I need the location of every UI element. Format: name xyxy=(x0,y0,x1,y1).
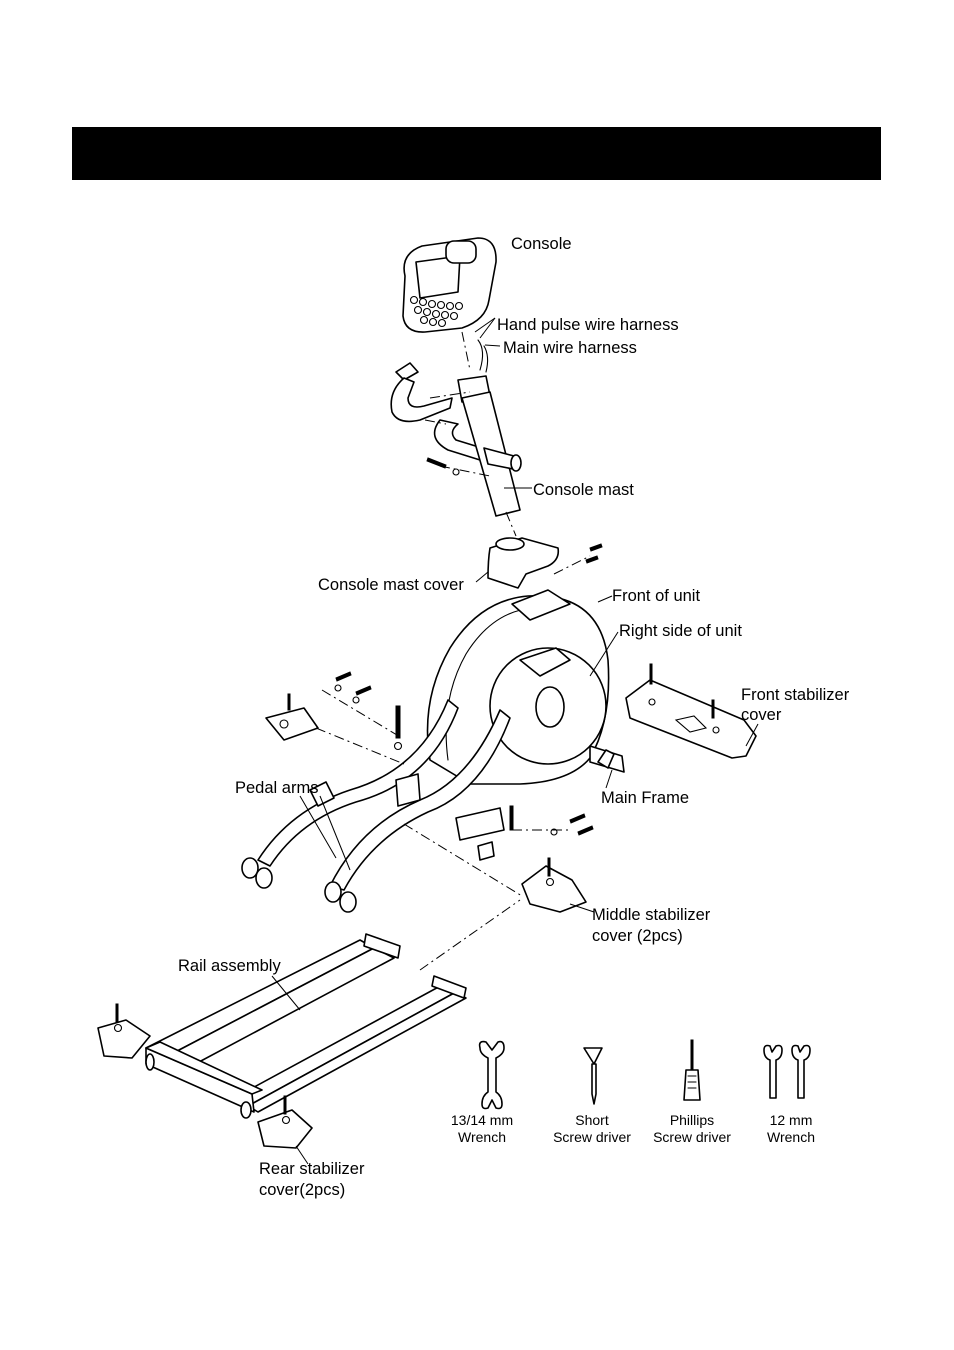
header-bar xyxy=(72,127,881,180)
bolt-pedal-pivot xyxy=(393,705,403,751)
middle-base-part xyxy=(455,807,505,861)
mast-bolt xyxy=(426,457,460,476)
middle-cover-left-part xyxy=(265,707,319,741)
label-console-mast-cover: Console mast cover xyxy=(318,576,464,594)
tool-label-line2: Wrench xyxy=(458,1129,506,1145)
label-front-stabilizer-cover-1: Front stabilizer xyxy=(741,686,850,704)
pedal-wheel xyxy=(241,857,357,913)
label-middle-stabilizer-cover-1: Middle stabilizer xyxy=(592,906,711,924)
tool-label-line2: Screw driver xyxy=(553,1129,631,1145)
tool-label-phillips-screwdriver: Phillips Screw driver xyxy=(637,1112,747,1146)
cover-screws xyxy=(553,543,603,575)
wrench-pair-icon xyxy=(763,1044,811,1099)
label-console: Console xyxy=(511,235,572,253)
pedal-arms-part xyxy=(241,699,511,913)
middle-stabilizer-cover-part xyxy=(521,857,587,913)
label-hand-pulse-wire-harness: Hand pulse wire harness xyxy=(497,316,679,334)
tool-label-line2: Wrench xyxy=(767,1129,815,1145)
screw-cluster-left xyxy=(334,671,372,704)
label-console-mast: Console mast xyxy=(533,481,634,499)
tool-label-wrench-1314: 13/14 mm Wrench xyxy=(427,1112,537,1146)
console-part xyxy=(402,237,497,333)
tool-label-line2: Screw driver xyxy=(653,1129,731,1145)
tool-label-line1: 13/14 mm xyxy=(450,1112,514,1128)
label-right-side-of-unit: Right side of unit xyxy=(619,622,742,640)
front-stabilizer-cover-part xyxy=(625,663,757,759)
main-frame-part xyxy=(426,589,625,785)
open-end-wrench-icon xyxy=(478,1040,505,1110)
tool-label-line1: Phillips xyxy=(669,1112,715,1128)
rail-assembly-part xyxy=(145,933,467,1119)
label-middle-stabilizer-cover-2: cover (2pcs) xyxy=(592,927,683,945)
label-main-wire-harness: Main wire harness xyxy=(503,339,637,357)
label-rear-stabilizer-cover-2: cover(2pcs) xyxy=(259,1181,346,1199)
phillips-screwdriver-icon xyxy=(683,1039,701,1101)
tool-label-wrench-12: 12 mm Wrench xyxy=(736,1112,846,1146)
label-main-frame: Main Frame xyxy=(601,789,690,807)
tool-label-line1: 12 mm xyxy=(769,1112,813,1128)
label-rear-stabilizer-cover-1: Rear stabilizer xyxy=(259,1160,365,1178)
console-mast-cover-part xyxy=(487,537,560,589)
label-pedal-arms: Pedal arms xyxy=(235,779,319,797)
label-front-of-unit: Front of unit xyxy=(612,587,701,605)
rear-stabilizer-cover-part xyxy=(97,1003,313,1149)
t-handle-screwdriver-icon xyxy=(583,1047,603,1105)
label-front-stabilizer-cover-2: cover xyxy=(741,706,782,724)
label-rail-assembly: Rail assembly xyxy=(178,957,281,975)
tool-label-short-screwdriver: Short Screw driver xyxy=(537,1112,647,1146)
console-mast-part xyxy=(390,362,522,517)
tool-label-line1: Short xyxy=(575,1112,609,1128)
